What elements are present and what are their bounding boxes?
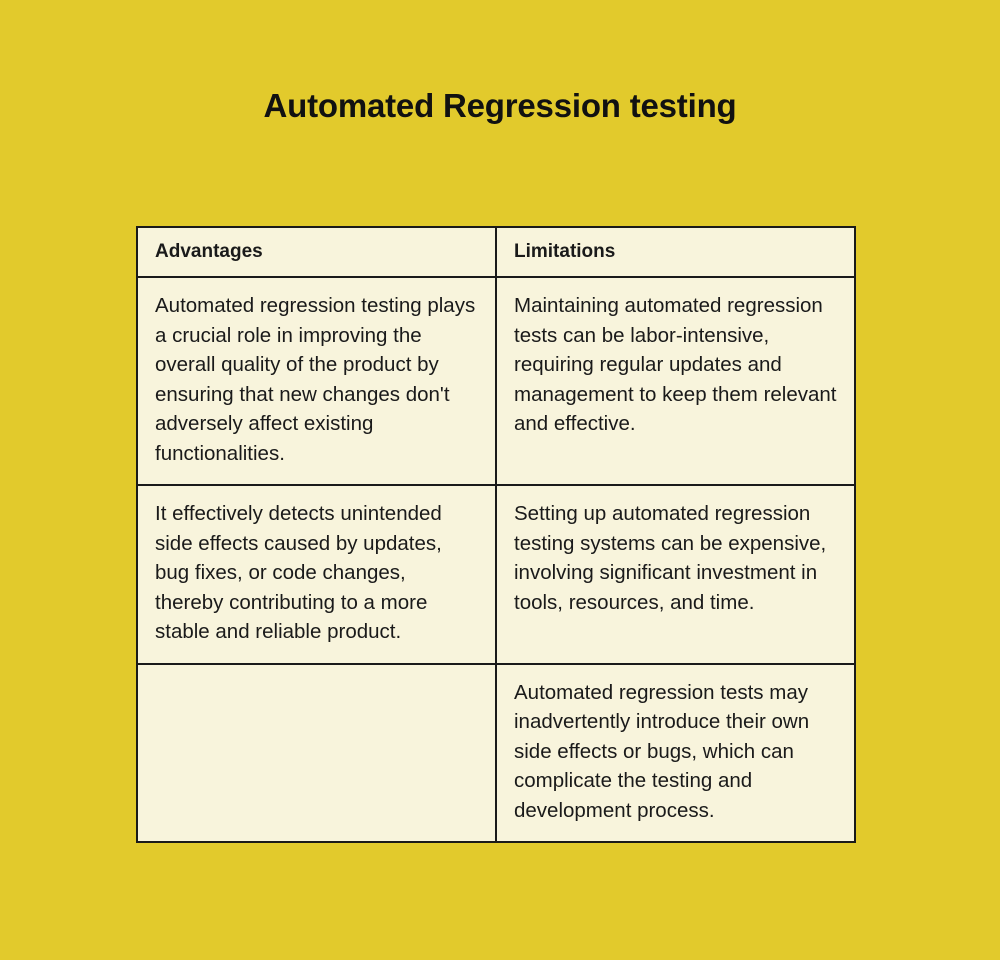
column-header-limitations: Limitations <box>495 226 856 278</box>
cell-limitations-1: Maintaining automated regression tests c… <box>495 276 856 486</box>
column-header-advantages: Advantages <box>136 226 497 278</box>
comparison-table: Advantages Limitations Automated regress… <box>136 226 856 843</box>
table-header: Advantages Limitations <box>136 226 856 278</box>
cell-limitations-2: Setting up automated regression testing … <box>495 484 856 665</box>
cell-advantages-3-empty <box>136 662 497 843</box>
table-row: It effectively detects unintended side e… <box>136 484 856 665</box>
cell-advantages-2: It effectively detects unintended side e… <box>136 484 497 665</box>
table-row: Automated regression testing plays a cru… <box>136 276 856 486</box>
table-body: Automated regression testing plays a cru… <box>136 276 856 843</box>
table-header-row: Advantages Limitations <box>136 226 856 278</box>
cell-advantages-1: Automated regression testing plays a cru… <box>136 276 497 486</box>
cell-limitations-3: Automated regression tests may inadverte… <box>495 662 856 843</box>
page-title: Automated Regression testing <box>263 87 737 124</box>
table-row: Automated regression tests may inadverte… <box>136 662 856 843</box>
